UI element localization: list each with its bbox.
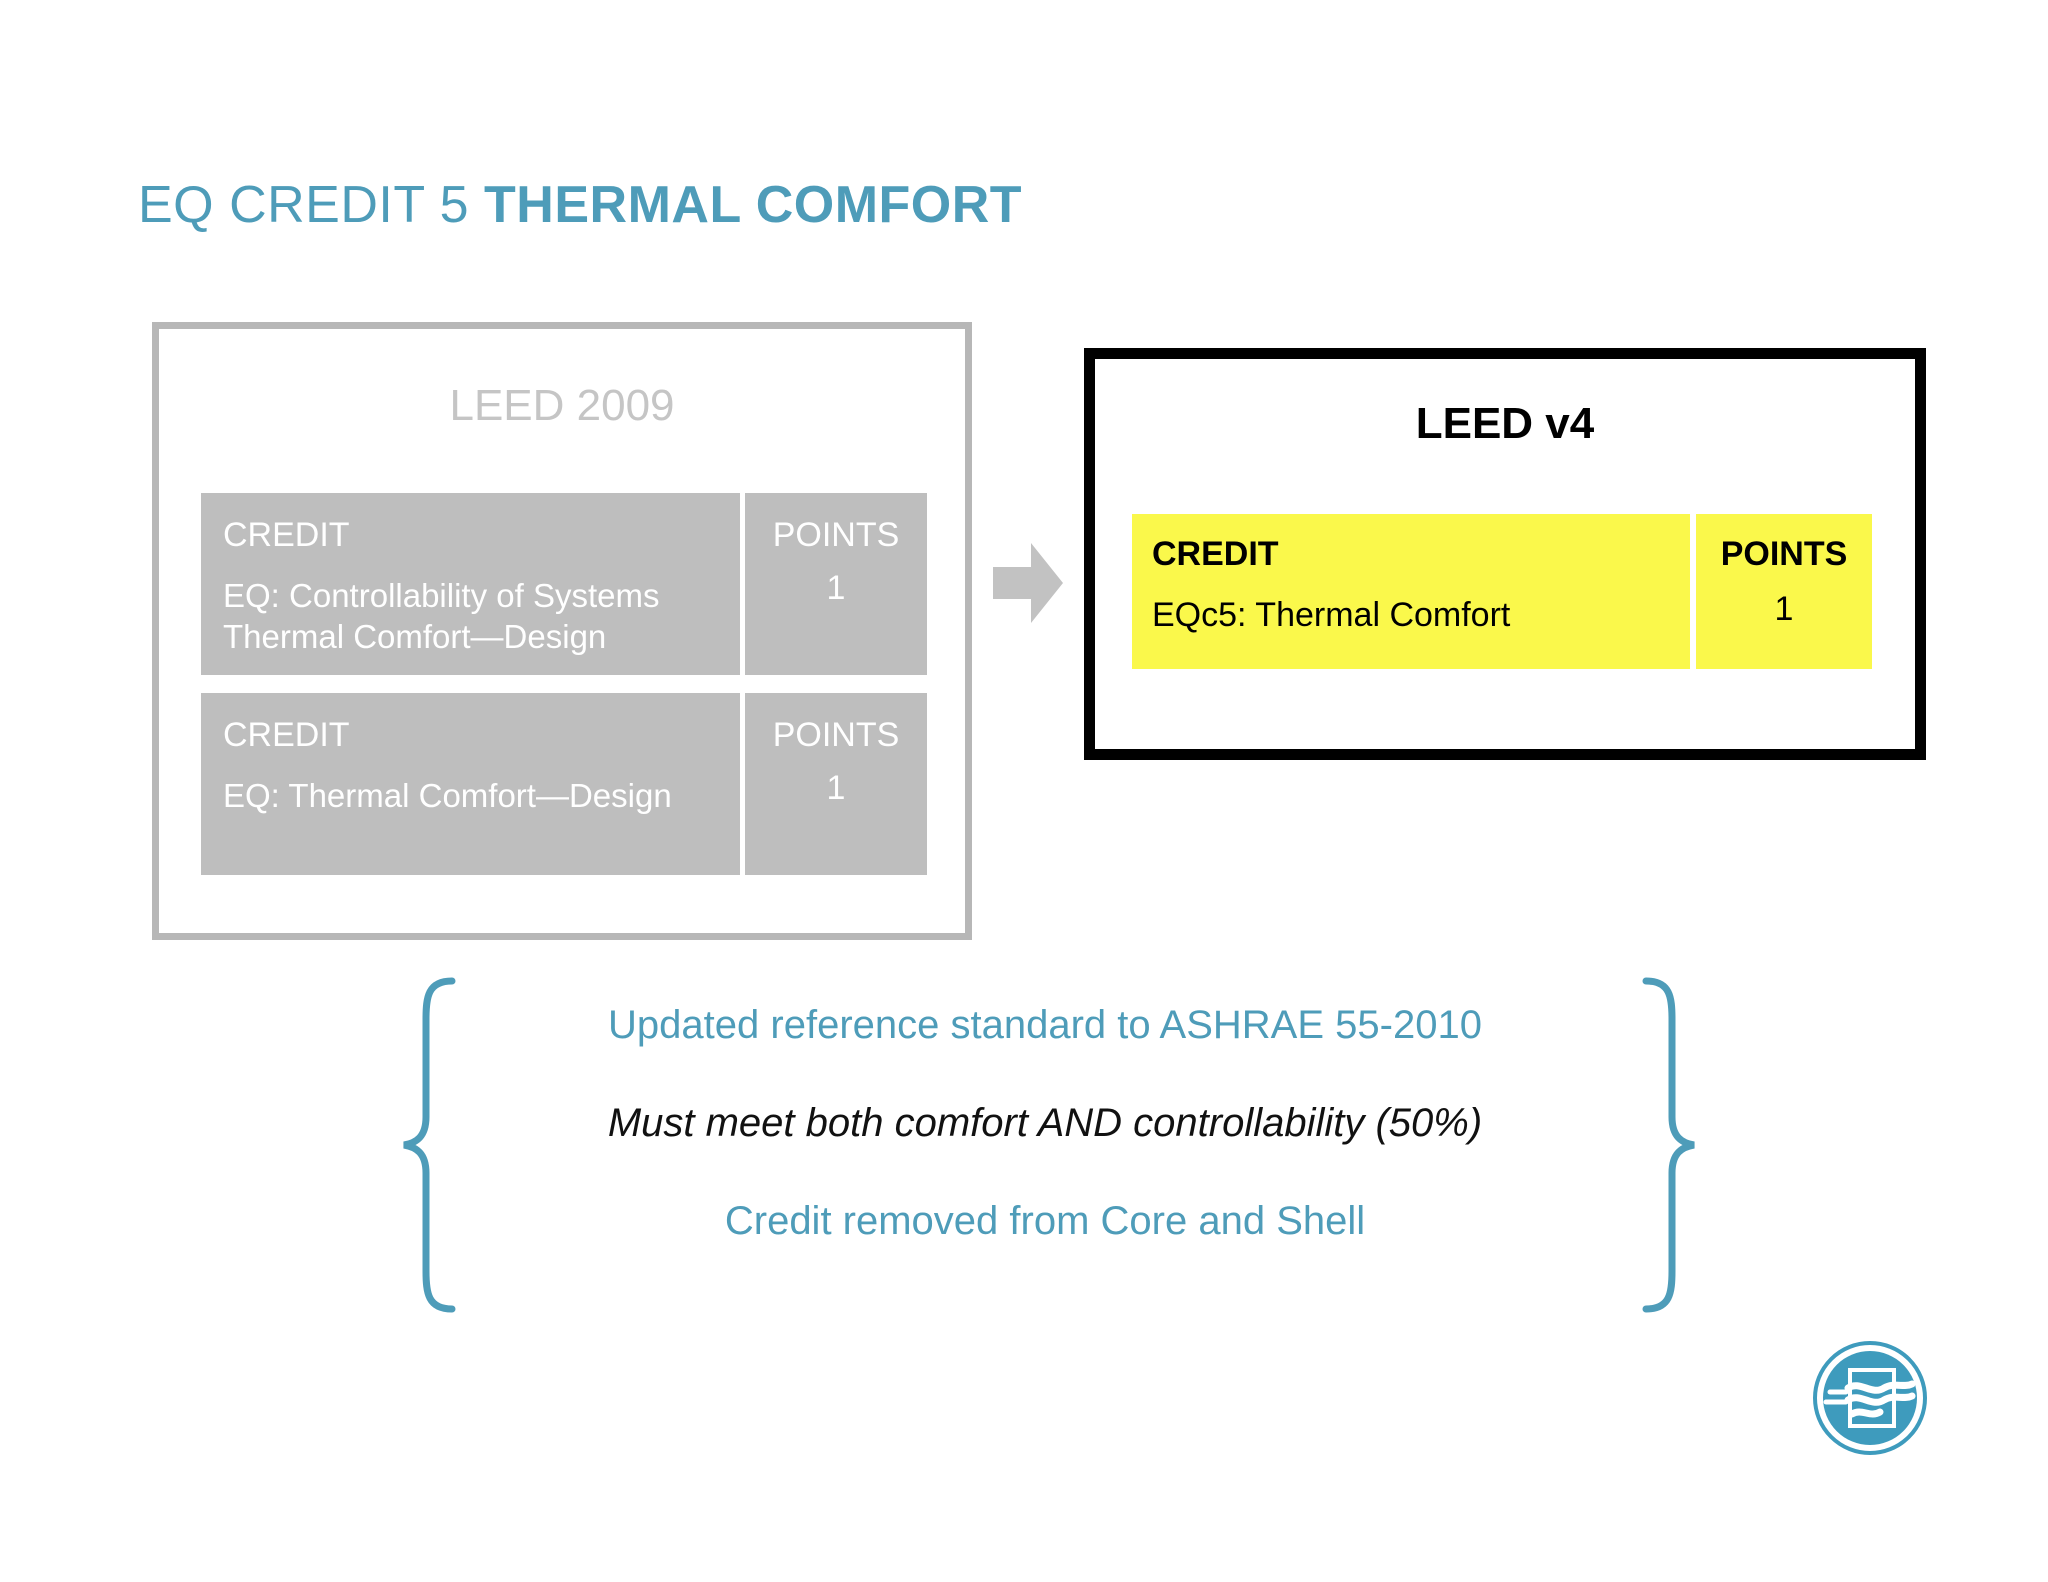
v4-points-cell: POINTS 1 xyxy=(1696,514,1872,669)
right-curly-brace-icon xyxy=(1642,977,1695,1313)
leed-2009-table-row-1: CREDIT EQ: Controllability of Systems Th… xyxy=(201,493,927,675)
note-updated-standard: Updated reference standard to ASHRAE 55-… xyxy=(608,1003,1482,1047)
v4-points-header: POINTS xyxy=(1720,535,1848,573)
leed-2009-table-row-2: CREDIT EQ: Thermal Comfort—Design POINTS… xyxy=(201,693,927,875)
v4-credit-value: EQc5: Thermal Comfort xyxy=(1152,596,1511,635)
legacy-credit-cell-1: CREDIT EQ: Controllability of Systems Th… xyxy=(201,493,740,675)
legacy-points-cell-1: POINTS 1 xyxy=(745,493,927,675)
page-title-light: EQ CREDIT 5 xyxy=(138,176,485,234)
air-quality-document-logo xyxy=(1813,1341,1927,1455)
note-comfort-and-controllability: Must meet both comfort AND controllabili… xyxy=(607,1101,1483,1145)
legacy-credit-body-1: EQ: Controllability of Systems Thermal C… xyxy=(223,576,718,657)
leed-v4-heading: LEED v4 xyxy=(1415,399,1595,448)
note-credit-removed: Credit removed from Core and Shell xyxy=(724,1199,1366,1243)
legacy-credit-line-1b: Thermal Comfort—Design xyxy=(223,617,607,655)
v4-credit-header: CREDIT xyxy=(1152,535,1279,573)
leed-2009-heading: LEED 2009 xyxy=(449,381,675,430)
legacy-credit-line-2a: EQ: Thermal Comfort—Design xyxy=(223,777,672,815)
legacy-credit-body-2: EQ: Thermal Comfort—Design xyxy=(223,776,718,816)
legacy-credit-header-1: CREDIT xyxy=(223,516,350,554)
legacy-points-cell-2: POINTS 1 xyxy=(745,693,927,875)
leed-v4-table-row: CREDIT EQc5: Thermal Comfort POINTS 1 xyxy=(1132,514,1872,669)
legacy-points-value-1: 1 xyxy=(826,569,846,608)
legacy-credit-cell-2: CREDIT EQ: Thermal Comfort—Design xyxy=(201,693,740,875)
right-arrow-icon xyxy=(993,543,1063,623)
leed-2009-panel: LEED 2009 CREDIT EQ: Controllability of … xyxy=(152,322,972,940)
legacy-credit-line-1a: EQ: Controllability of Systems xyxy=(223,577,660,615)
page-title: EQ CREDIT 5 THERMAL COMFORT xyxy=(138,175,1022,235)
legacy-points-header-1: POINTS xyxy=(772,516,900,554)
legacy-credit-header-2: CREDIT xyxy=(223,716,350,754)
left-curly-brace-icon xyxy=(403,977,456,1313)
v4-credit-cell: CREDIT EQc5: Thermal Comfort xyxy=(1132,514,1690,669)
legacy-points-value-2: 1 xyxy=(826,769,846,808)
page-title-bold: THERMAL COMFORT xyxy=(484,176,1023,234)
v4-points-value: 1 xyxy=(1774,590,1794,629)
legacy-points-header-2: POINTS xyxy=(772,716,900,754)
notes-group: Updated reference standard to ASHRAE 55-… xyxy=(470,1005,1620,1241)
leed-v4-panel: LEED v4 CREDIT EQc5: Thermal Comfort POI… xyxy=(1084,348,1926,760)
